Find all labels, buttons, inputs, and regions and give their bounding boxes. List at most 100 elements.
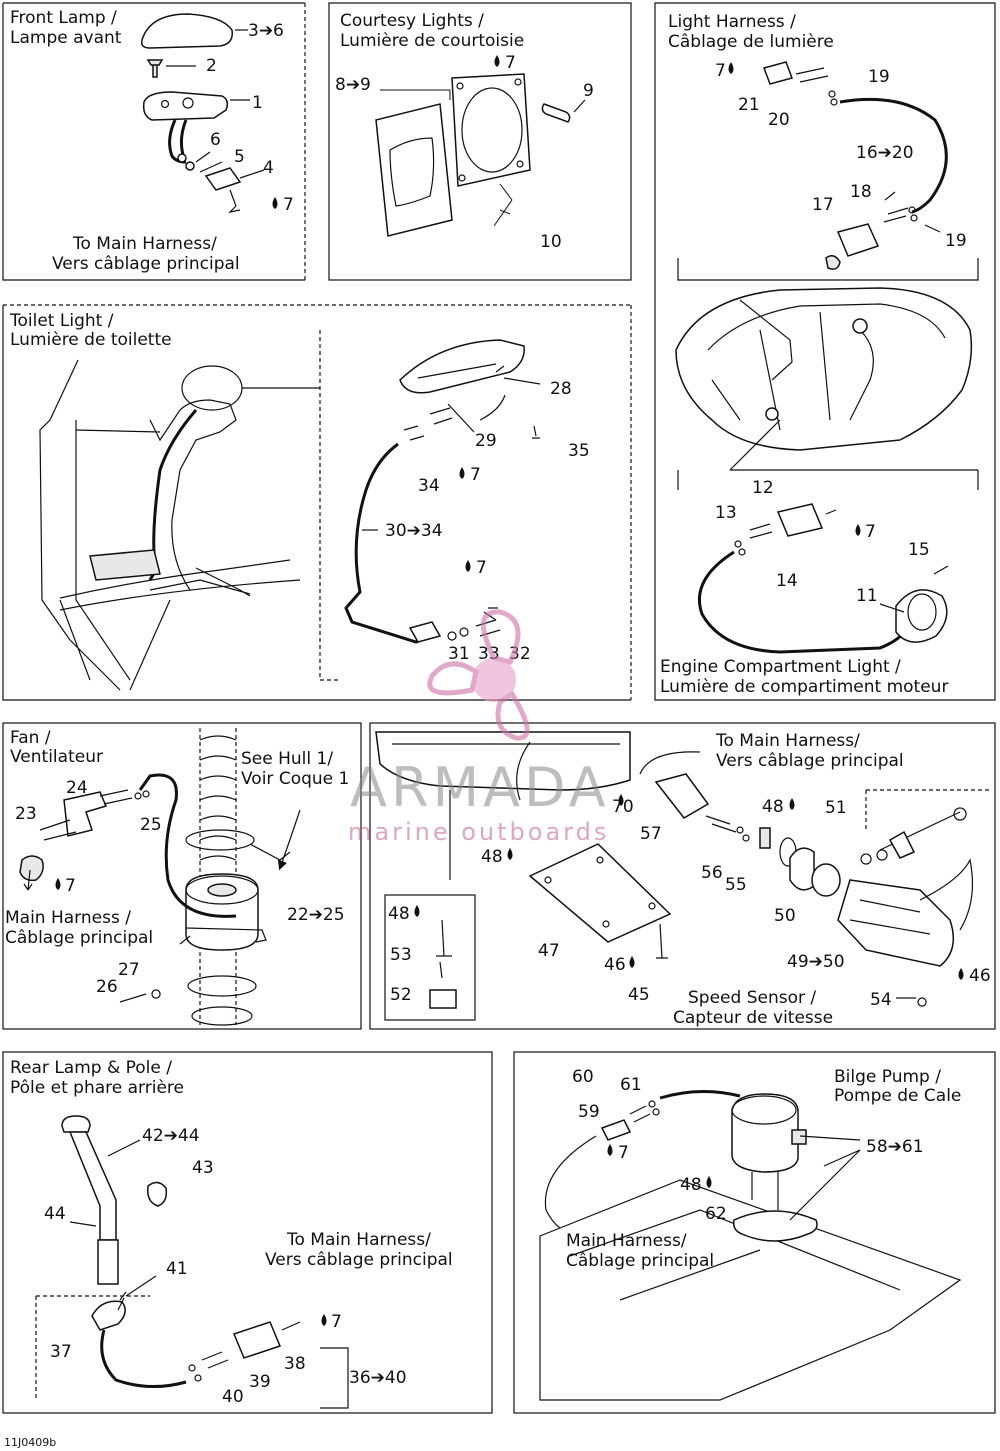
callout-7h: 7	[331, 1312, 342, 1332]
fan-main-en: Main Harness /	[5, 908, 131, 928]
bilge-title-fr: Pompe de Cale	[834, 1086, 961, 1106]
engine-connector	[776, 503, 824, 537]
rear-connector	[232, 1321, 282, 1359]
fan-see-hull-fr: Voir Coque 1	[241, 769, 349, 789]
callout-11: 11	[856, 586, 878, 606]
front-lamp-panel: Front Lamp / Lampe avant 3➔6 2 1 6 5 4 7…	[10, 8, 294, 274]
bilge-main-en: Main Harness/	[566, 1231, 687, 1251]
callout-61: 61	[620, 1075, 642, 1095]
callout-38: 38	[284, 1354, 306, 1374]
screw	[146, 59, 164, 78]
toilet-title-fr: Lumière de toilette	[10, 330, 172, 350]
callout-5: 5	[234, 147, 245, 167]
callout-16-20: 16➔20	[856, 143, 914, 163]
panel-borders	[2, 2, 996, 1414]
fan-see-hull-en: See Hull 1/	[241, 749, 333, 769]
fan-main-fr: Câblage principal	[5, 928, 153, 948]
front-lamp-to-en: To Main Harness/	[72, 234, 217, 254]
rear-lamp-title-fr: Pôle et phare arrière	[10, 1078, 184, 1098]
light-harness-panel: Light Harness / Câblage de lumière 7 19 …	[660, 12, 979, 697]
harness-connector-bottom	[836, 223, 880, 257]
bulb	[541, 103, 571, 123]
fan-title-en: Fan /	[10, 728, 51, 748]
callout-23: 23	[15, 804, 37, 824]
callout-20: 20	[768, 110, 790, 130]
callout-29: 29	[475, 431, 497, 451]
speed-sensor-nut	[789, 847, 815, 891]
callout-10: 10	[540, 232, 562, 252]
callout-13: 13	[715, 503, 737, 523]
bilge-pump-panel: Bilge Pump / Pompe de Cale 60 61 59 7 58…	[539, 1067, 961, 1401]
callout-70: 70	[612, 797, 634, 817]
callout-44: 44	[44, 1204, 66, 1224]
connector	[204, 167, 242, 191]
courtesy-title-fr: Lumière de courtoisie	[340, 31, 524, 51]
courtesy-lights-panel: Courtesy Lights / Lumière de courtoisie …	[335, 11, 594, 252]
callout-35: 35	[568, 441, 590, 461]
speed-connector	[654, 773, 710, 819]
watermark-tagline: marine outboards	[348, 818, 609, 846]
front-lamp-title-fr: Lampe avant	[10, 28, 122, 48]
callout-48d: 48	[680, 1175, 702, 1195]
callout-19a: 19	[868, 67, 890, 87]
callout-2: 2	[206, 56, 217, 76]
callout-22-25: 22➔25	[287, 905, 345, 925]
callout-14: 14	[776, 571, 798, 591]
callout-48c: 48	[388, 904, 410, 924]
callout-37: 37	[50, 1342, 72, 1362]
callout-21: 21	[738, 95, 760, 115]
callout-4: 4	[263, 158, 274, 178]
fan-title-fr: Ventilateur	[10, 747, 103, 767]
callout-39: 39	[249, 1372, 271, 1392]
callout-25: 25	[140, 815, 162, 835]
callout-3-6: 3➔6	[248, 21, 284, 41]
bilge-title-en: Bilge Pump /	[834, 1067, 941, 1087]
callout-46b: 46	[969, 966, 991, 986]
speed-to-en: To Main Harness/	[715, 731, 860, 751]
rear-lamp-title-en: Rear Lamp & Pole /	[10, 1058, 172, 1078]
callout-8-9: 8➔9	[335, 75, 371, 95]
callout-42-44: 42➔44	[142, 1126, 200, 1146]
speed-title-en: Speed Sensor /	[688, 988, 816, 1008]
callout-17: 17	[812, 195, 834, 215]
callout-58-61: 58➔61	[866, 1137, 924, 1157]
speed-title-fr: Capteur de vitesse	[673, 1008, 833, 1028]
bulb	[146, 1181, 168, 1207]
fan-connector	[63, 791, 108, 837]
callout-9: 9	[583, 81, 594, 101]
callout-15: 15	[908, 540, 930, 560]
callout-7f: 7	[476, 558, 487, 578]
callout-53: 53	[390, 945, 412, 965]
callout-7d: 7	[865, 522, 876, 542]
toilet-title-en: Toilet Light /	[9, 311, 114, 331]
callout-49-50: 49➔50	[787, 952, 845, 972]
callout-46a: 46	[604, 955, 626, 975]
hull-section	[375, 731, 631, 791]
callout-7i: 7	[618, 1143, 629, 1163]
toilet-light-panel: Toilet Light / Lumière de toilette 28 29…	[9, 311, 590, 691]
callout-59: 59	[578, 1102, 600, 1122]
armada-watermark: ARMADA marine outboards	[348, 609, 609, 846]
callout-48b: 48	[481, 847, 503, 867]
toilet-lamp	[399, 339, 525, 394]
callout-28: 28	[550, 379, 572, 399]
callout-40: 40	[222, 1387, 244, 1407]
toilet-connector	[408, 621, 442, 643]
callout-1: 1	[252, 93, 263, 113]
courtesy-title-en: Courtesy Lights /	[340, 11, 484, 31]
lamp-head	[61, 1115, 91, 1133]
callout-27: 27	[118, 960, 140, 980]
courtesy-plate	[451, 73, 531, 187]
callout-48a: 48	[762, 797, 784, 817]
engine-light-housing	[895, 589, 948, 643]
engine-compartment-hull	[675, 287, 973, 451]
callout-24: 24	[66, 778, 88, 798]
fan-panel: Fan / Ventilateur 24 23 25 7 See Hull 1/…	[5, 728, 349, 1026]
callout-7a: 7	[283, 195, 294, 215]
callout-45: 45	[628, 985, 650, 1005]
light-harness-title-en: Light Harness /	[668, 12, 796, 32]
callout-47: 47	[538, 941, 560, 961]
courtesy-bezel	[375, 103, 453, 237]
speed-to-fr: Vers câblage principal	[716, 751, 904, 771]
